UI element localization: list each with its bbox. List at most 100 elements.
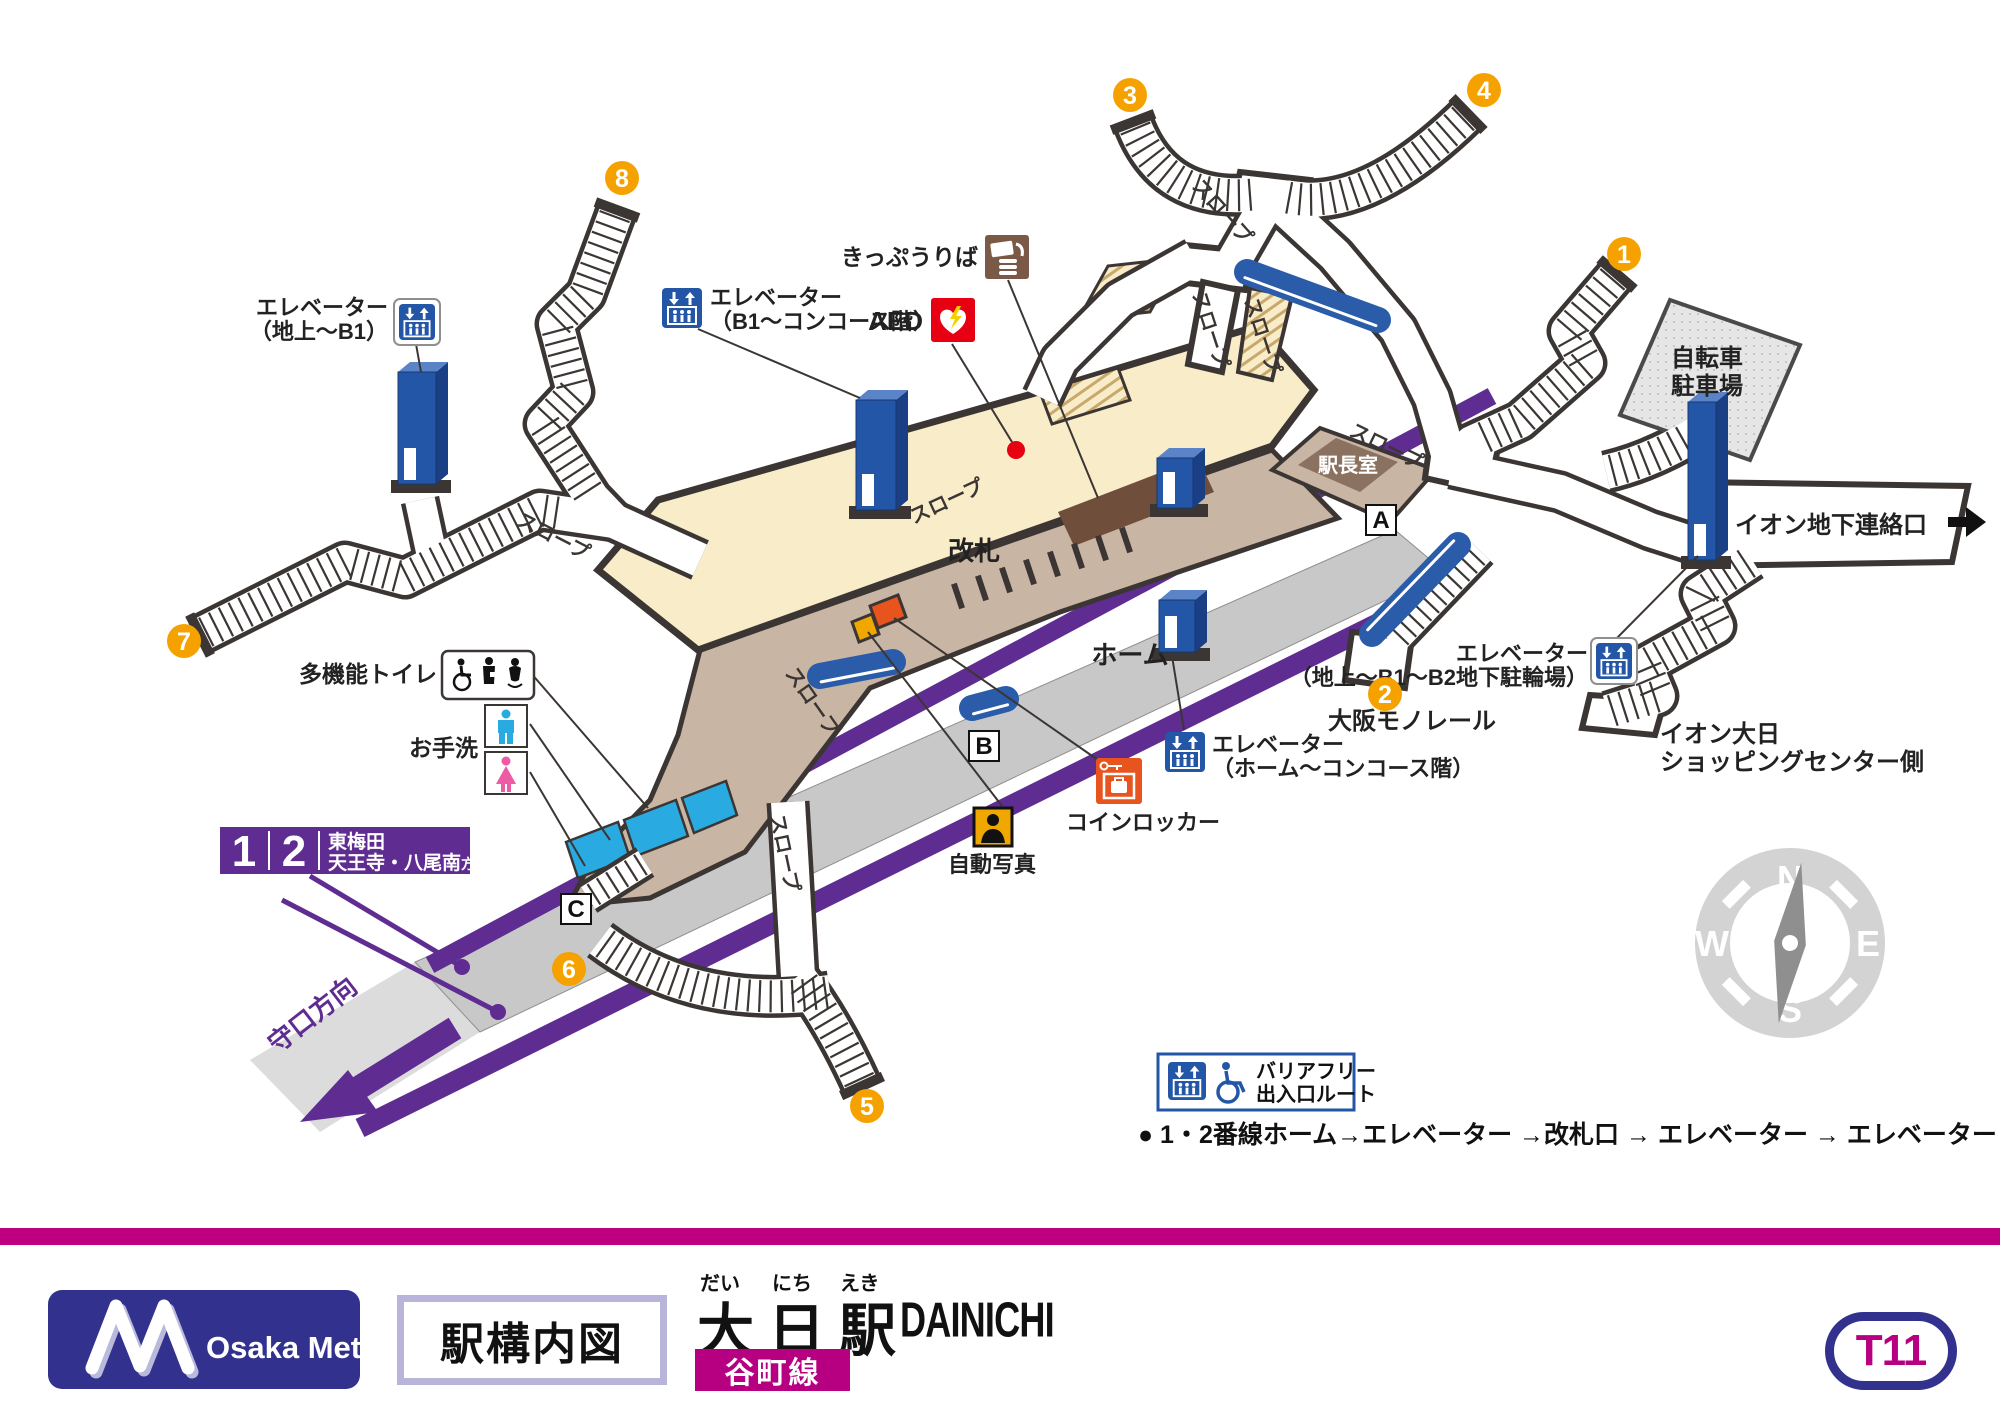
stair-rung bbox=[306, 562, 323, 593]
stair-rung bbox=[1120, 121, 1151, 136]
corridor-to-concourse bbox=[1026, 243, 1204, 406]
stairs-parking bbox=[1602, 419, 1705, 489]
stair-rung bbox=[381, 557, 392, 589]
escalator-2 bbox=[1359, 532, 1471, 647]
stair-rung bbox=[834, 1051, 865, 1068]
exit-8-badge: 8 bbox=[605, 161, 639, 195]
stair-rung bbox=[1285, 181, 1294, 214]
stair-rung bbox=[667, 964, 680, 996]
exit-2-badge: 2 bbox=[1368, 677, 1402, 711]
stair-rung bbox=[1529, 389, 1553, 416]
stair-rung bbox=[1410, 141, 1432, 169]
stair-rung bbox=[438, 542, 455, 572]
stair-rung bbox=[614, 942, 634, 971]
stair-rung bbox=[790, 979, 795, 1012]
stair-rung bbox=[1592, 276, 1619, 299]
stair-rung bbox=[1138, 146, 1166, 168]
right-arrow-icon bbox=[1948, 507, 1986, 537]
shaft-platform-lower-top bbox=[1159, 590, 1207, 600]
station-master-label: 駅長室 bbox=[1317, 453, 1378, 477]
stair-rung bbox=[1578, 293, 1604, 316]
furigana-nichi: にち bbox=[772, 1273, 812, 1295]
sign-dest1: 東梅田 bbox=[328, 830, 385, 853]
stair-rung bbox=[623, 860, 639, 882]
ticket-office-label: きっぷうりば bbox=[841, 244, 978, 270]
stair-rung bbox=[296, 567, 313, 598]
shaft-b1-concourse bbox=[855, 399, 897, 511]
stair-rung bbox=[595, 220, 627, 234]
gate-bar bbox=[1095, 534, 1109, 562]
stair-rung bbox=[497, 512, 514, 543]
station-master-room bbox=[1298, 438, 1398, 492]
stair-rung bbox=[286, 572, 303, 603]
stair-rung bbox=[1435, 121, 1459, 147]
stair-rung bbox=[549, 444, 578, 464]
legend-line1: バリアフリー bbox=[1256, 1060, 1376, 1083]
stair-rung bbox=[1607, 454, 1618, 487]
stair-rung bbox=[583, 251, 615, 265]
stair-rung bbox=[586, 883, 602, 905]
exit-4-badge: 4 bbox=[1467, 73, 1501, 107]
gate-label: 改札 bbox=[948, 536, 1000, 566]
stair-rung bbox=[1213, 177, 1221, 210]
stair-rung bbox=[1646, 440, 1662, 471]
stair-rung bbox=[552, 390, 578, 414]
map-type-box: 駅構内図 bbox=[397, 1295, 667, 1385]
svg-text:2: 2 bbox=[1378, 681, 1392, 709]
stair-rung bbox=[1699, 573, 1719, 602]
route-note: ● 1・2番線ホーム→エレベーター →改札口 → エレベーター → エレベーター… bbox=[1138, 1120, 2000, 1149]
platform-destination-sign: 1 2 東梅田 天王寺・八尾南方面 bbox=[220, 827, 489, 876]
stair-rung bbox=[1699, 615, 1730, 632]
coin-locker-icon bbox=[1096, 758, 1142, 804]
shaft-parking-door bbox=[1694, 524, 1706, 556]
gate-bar bbox=[1071, 542, 1085, 570]
stair-rung bbox=[1451, 106, 1475, 132]
stair-rung bbox=[780, 980, 784, 1013]
elevator-platform-label: エレベーター bbox=[1212, 732, 1344, 757]
stair-rung bbox=[276, 577, 294, 608]
stair-rung bbox=[1635, 671, 1667, 687]
stair-rung bbox=[1617, 451, 1630, 483]
stair-rung bbox=[526, 497, 544, 528]
point-label-a: A bbox=[1372, 507, 1389, 534]
elevator-platform-icon bbox=[1165, 732, 1205, 772]
stair-rung bbox=[1562, 360, 1586, 387]
stair-rung bbox=[562, 293, 587, 318]
stair-rung bbox=[1570, 353, 1594, 380]
stair-rung bbox=[723, 977, 731, 1010]
furigana-dai: だい bbox=[700, 1273, 740, 1295]
stair-rung bbox=[576, 271, 608, 286]
corridor-east bbox=[1259, 183, 1469, 473]
stair-rung bbox=[544, 398, 570, 422]
stair-rung bbox=[1201, 176, 1211, 208]
stair-rung bbox=[712, 975, 720, 1008]
stair-rung bbox=[335, 547, 352, 578]
stair-rung bbox=[543, 435, 572, 455]
stair-rung bbox=[604, 936, 625, 965]
stair-rung bbox=[1146, 153, 1172, 178]
stair-rung bbox=[1497, 412, 1513, 443]
exit-3-badge: 3 bbox=[1113, 78, 1147, 112]
escalator-stripe bbox=[1243, 276, 1378, 328]
elevator-stub bbox=[405, 496, 447, 560]
shaft-parking-side bbox=[1716, 392, 1728, 560]
stair-rung bbox=[198, 617, 215, 647]
stair-rung bbox=[428, 547, 445, 577]
stair-rung bbox=[541, 494, 549, 527]
stair-rung bbox=[1685, 586, 1716, 603]
stair-rung bbox=[595, 877, 611, 900]
stair-rung bbox=[839, 1061, 870, 1078]
stair-rung bbox=[537, 406, 563, 430]
stair-rung bbox=[1328, 181, 1337, 214]
stair-rung bbox=[1694, 605, 1725, 622]
stair-rung bbox=[1477, 421, 1493, 452]
multi-toilet-label: 多機能トイレ bbox=[299, 661, 437, 687]
stair-rung bbox=[1563, 309, 1590, 333]
shaft-platform-lower-door bbox=[1165, 616, 1177, 648]
legend-wheelchair-icon bbox=[1216, 1062, 1246, 1104]
stair-rung bbox=[359, 551, 371, 584]
stair-rung bbox=[1708, 567, 1729, 596]
magenta-separator-bar bbox=[0, 1228, 2000, 1245]
stair-street-cap bbox=[839, 1071, 885, 1101]
ticket-office-icon bbox=[985, 235, 1029, 279]
